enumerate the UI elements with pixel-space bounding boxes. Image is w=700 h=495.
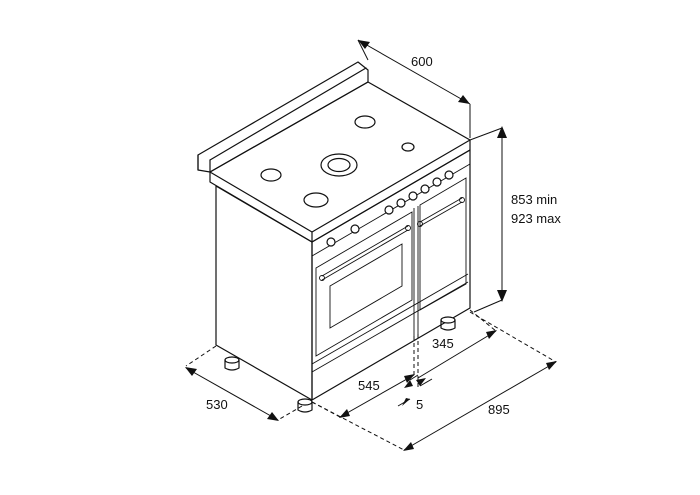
dimension-600: 600: [357, 39, 471, 138]
main-oven-door: [315, 211, 413, 357]
dimension-530: 530: [185, 345, 303, 421]
label-545: 545: [358, 378, 380, 393]
small-oven-door: [419, 177, 467, 311]
burner-back: [354, 115, 376, 129]
feet: [224, 316, 456, 413]
front-panel: [311, 149, 471, 401]
label-height-max: 923 max: [511, 211, 561, 226]
burner-front: [303, 192, 329, 208]
label-height-min: 853 min: [511, 192, 557, 207]
dimension-345: 345: [417, 309, 497, 379]
dimension-5: 5: [397, 334, 433, 412]
label-5: 5: [416, 397, 423, 412]
label-345: 345: [432, 336, 454, 351]
control-knobs: [326, 170, 454, 247]
label-530: 530: [206, 397, 228, 412]
label-895: 895: [488, 402, 510, 417]
small-oven-handle: [419, 197, 463, 227]
label-600: 600: [411, 54, 433, 69]
cooker-outline: [197, 61, 471, 413]
dimension-895: 895: [311, 311, 557, 451]
side-panel: [215, 185, 313, 401]
burner-left: [260, 168, 282, 182]
dimension-545: 545: [311, 336, 415, 418]
dimension-height: 853 min 923 max: [469, 126, 561, 313]
main-oven-handle: [321, 225, 409, 281]
burners: [260, 115, 415, 208]
main-oven-window: [329, 243, 403, 329]
burner-small: [401, 142, 415, 152]
